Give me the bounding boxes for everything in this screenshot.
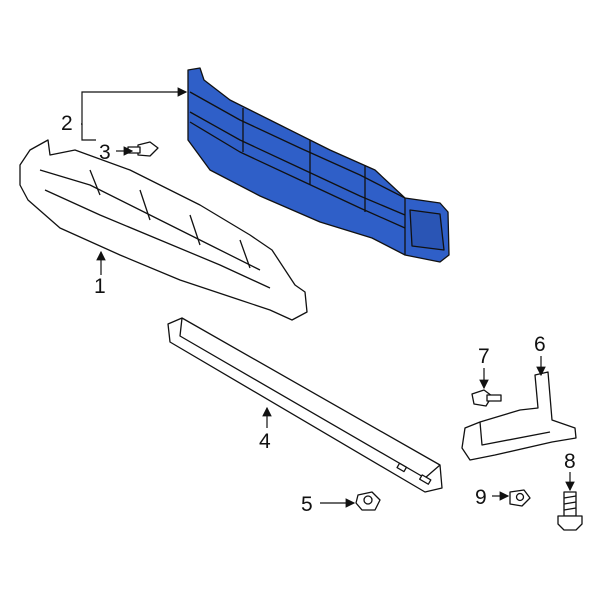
callout-9: 9 (475, 486, 487, 509)
callout-7: 7 (478, 345, 490, 368)
callout-1: 1 (94, 275, 106, 298)
leader-lines (81, 87, 575, 508)
callout-8: 8 (564, 450, 576, 473)
impact-bar-part[interactable] (187, 67, 450, 263)
bracket-part[interactable] (461, 371, 577, 461)
callout-4: 4 (259, 430, 271, 453)
callout-5: 5 (301, 493, 313, 516)
reinforcement-part[interactable] (167, 317, 443, 493)
nut-5[interactable] (355, 491, 381, 511)
bolt-7[interactable] (471, 389, 502, 407)
air-deflector-part[interactable] (19, 139, 308, 321)
callout-2: 2 (61, 112, 73, 135)
nut-9[interactable] (509, 489, 531, 507)
bolt-3[interactable] (127, 141, 159, 157)
bolt-8[interactable] (557, 491, 583, 531)
callout-3: 3 (99, 141, 111, 164)
callout-6: 6 (534, 333, 546, 356)
